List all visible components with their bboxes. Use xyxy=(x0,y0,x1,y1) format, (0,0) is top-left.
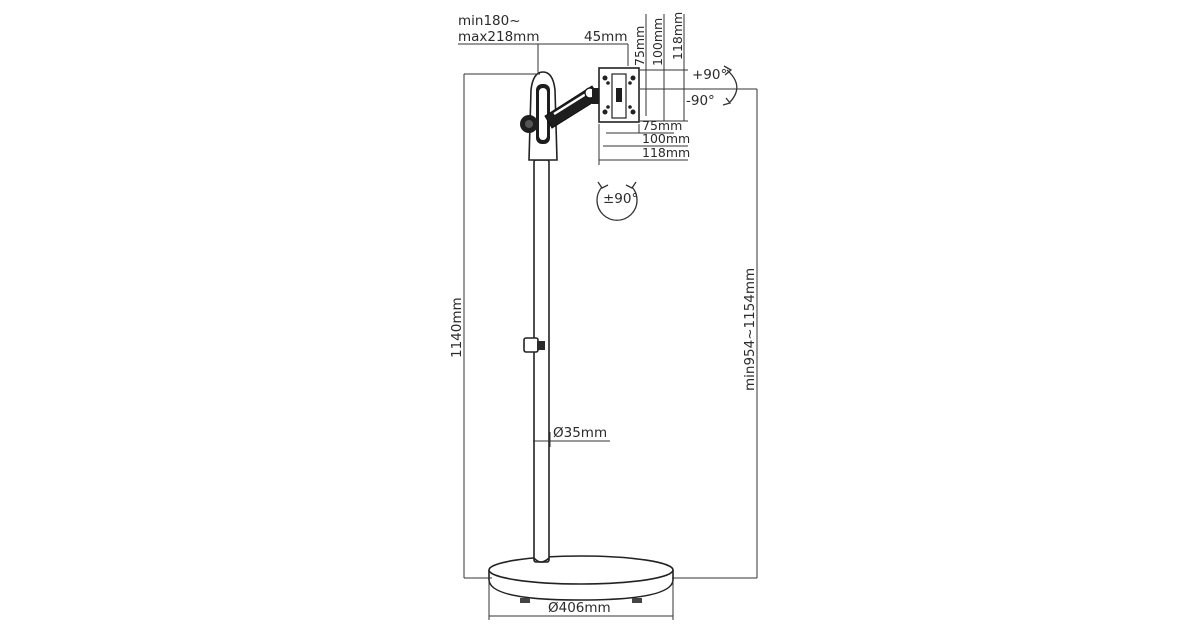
total-height-label: 1140mm xyxy=(449,297,465,358)
arm-extension-label-line1: min180~ xyxy=(458,13,521,29)
plate-offset-label: 45mm xyxy=(584,29,627,45)
vesa-vertical-100-label: 100mm xyxy=(650,18,665,66)
base-diameter-label: Ø406mm xyxy=(548,600,611,616)
height-clamp xyxy=(523,337,545,353)
dimension-labels: min180~ max218mm 45mm 75mm 100mm 118mm +… xyxy=(449,12,758,616)
arm-extension-label-line2: max218mm xyxy=(458,29,539,45)
articulating-arm xyxy=(544,85,601,129)
base-foot-right xyxy=(632,598,642,603)
vesa-horizontal-100-label: 100mm xyxy=(642,131,690,146)
pole-diameter-label: Ø35mm xyxy=(553,425,607,441)
vesa-plate xyxy=(598,67,640,123)
rotation-label: ±90° xyxy=(603,191,638,207)
round-base xyxy=(488,555,674,603)
vesa-vertical-118-label: 118mm xyxy=(670,12,685,60)
vesa-vertical-75-label: 75mm xyxy=(632,26,647,66)
center-height-label: min954~1154mm xyxy=(742,268,758,391)
vesa-horizontal-75-label: 75mm xyxy=(642,118,682,133)
tilt-down-label: -90° xyxy=(686,93,715,109)
vesa-horizontal-118-label: 118mm xyxy=(642,145,690,160)
base-foot-left xyxy=(520,598,530,603)
pole-top-joint xyxy=(520,71,558,161)
pole xyxy=(523,159,550,563)
tilt-up-label: +90° xyxy=(692,67,727,83)
dimension-lines xyxy=(458,14,758,620)
